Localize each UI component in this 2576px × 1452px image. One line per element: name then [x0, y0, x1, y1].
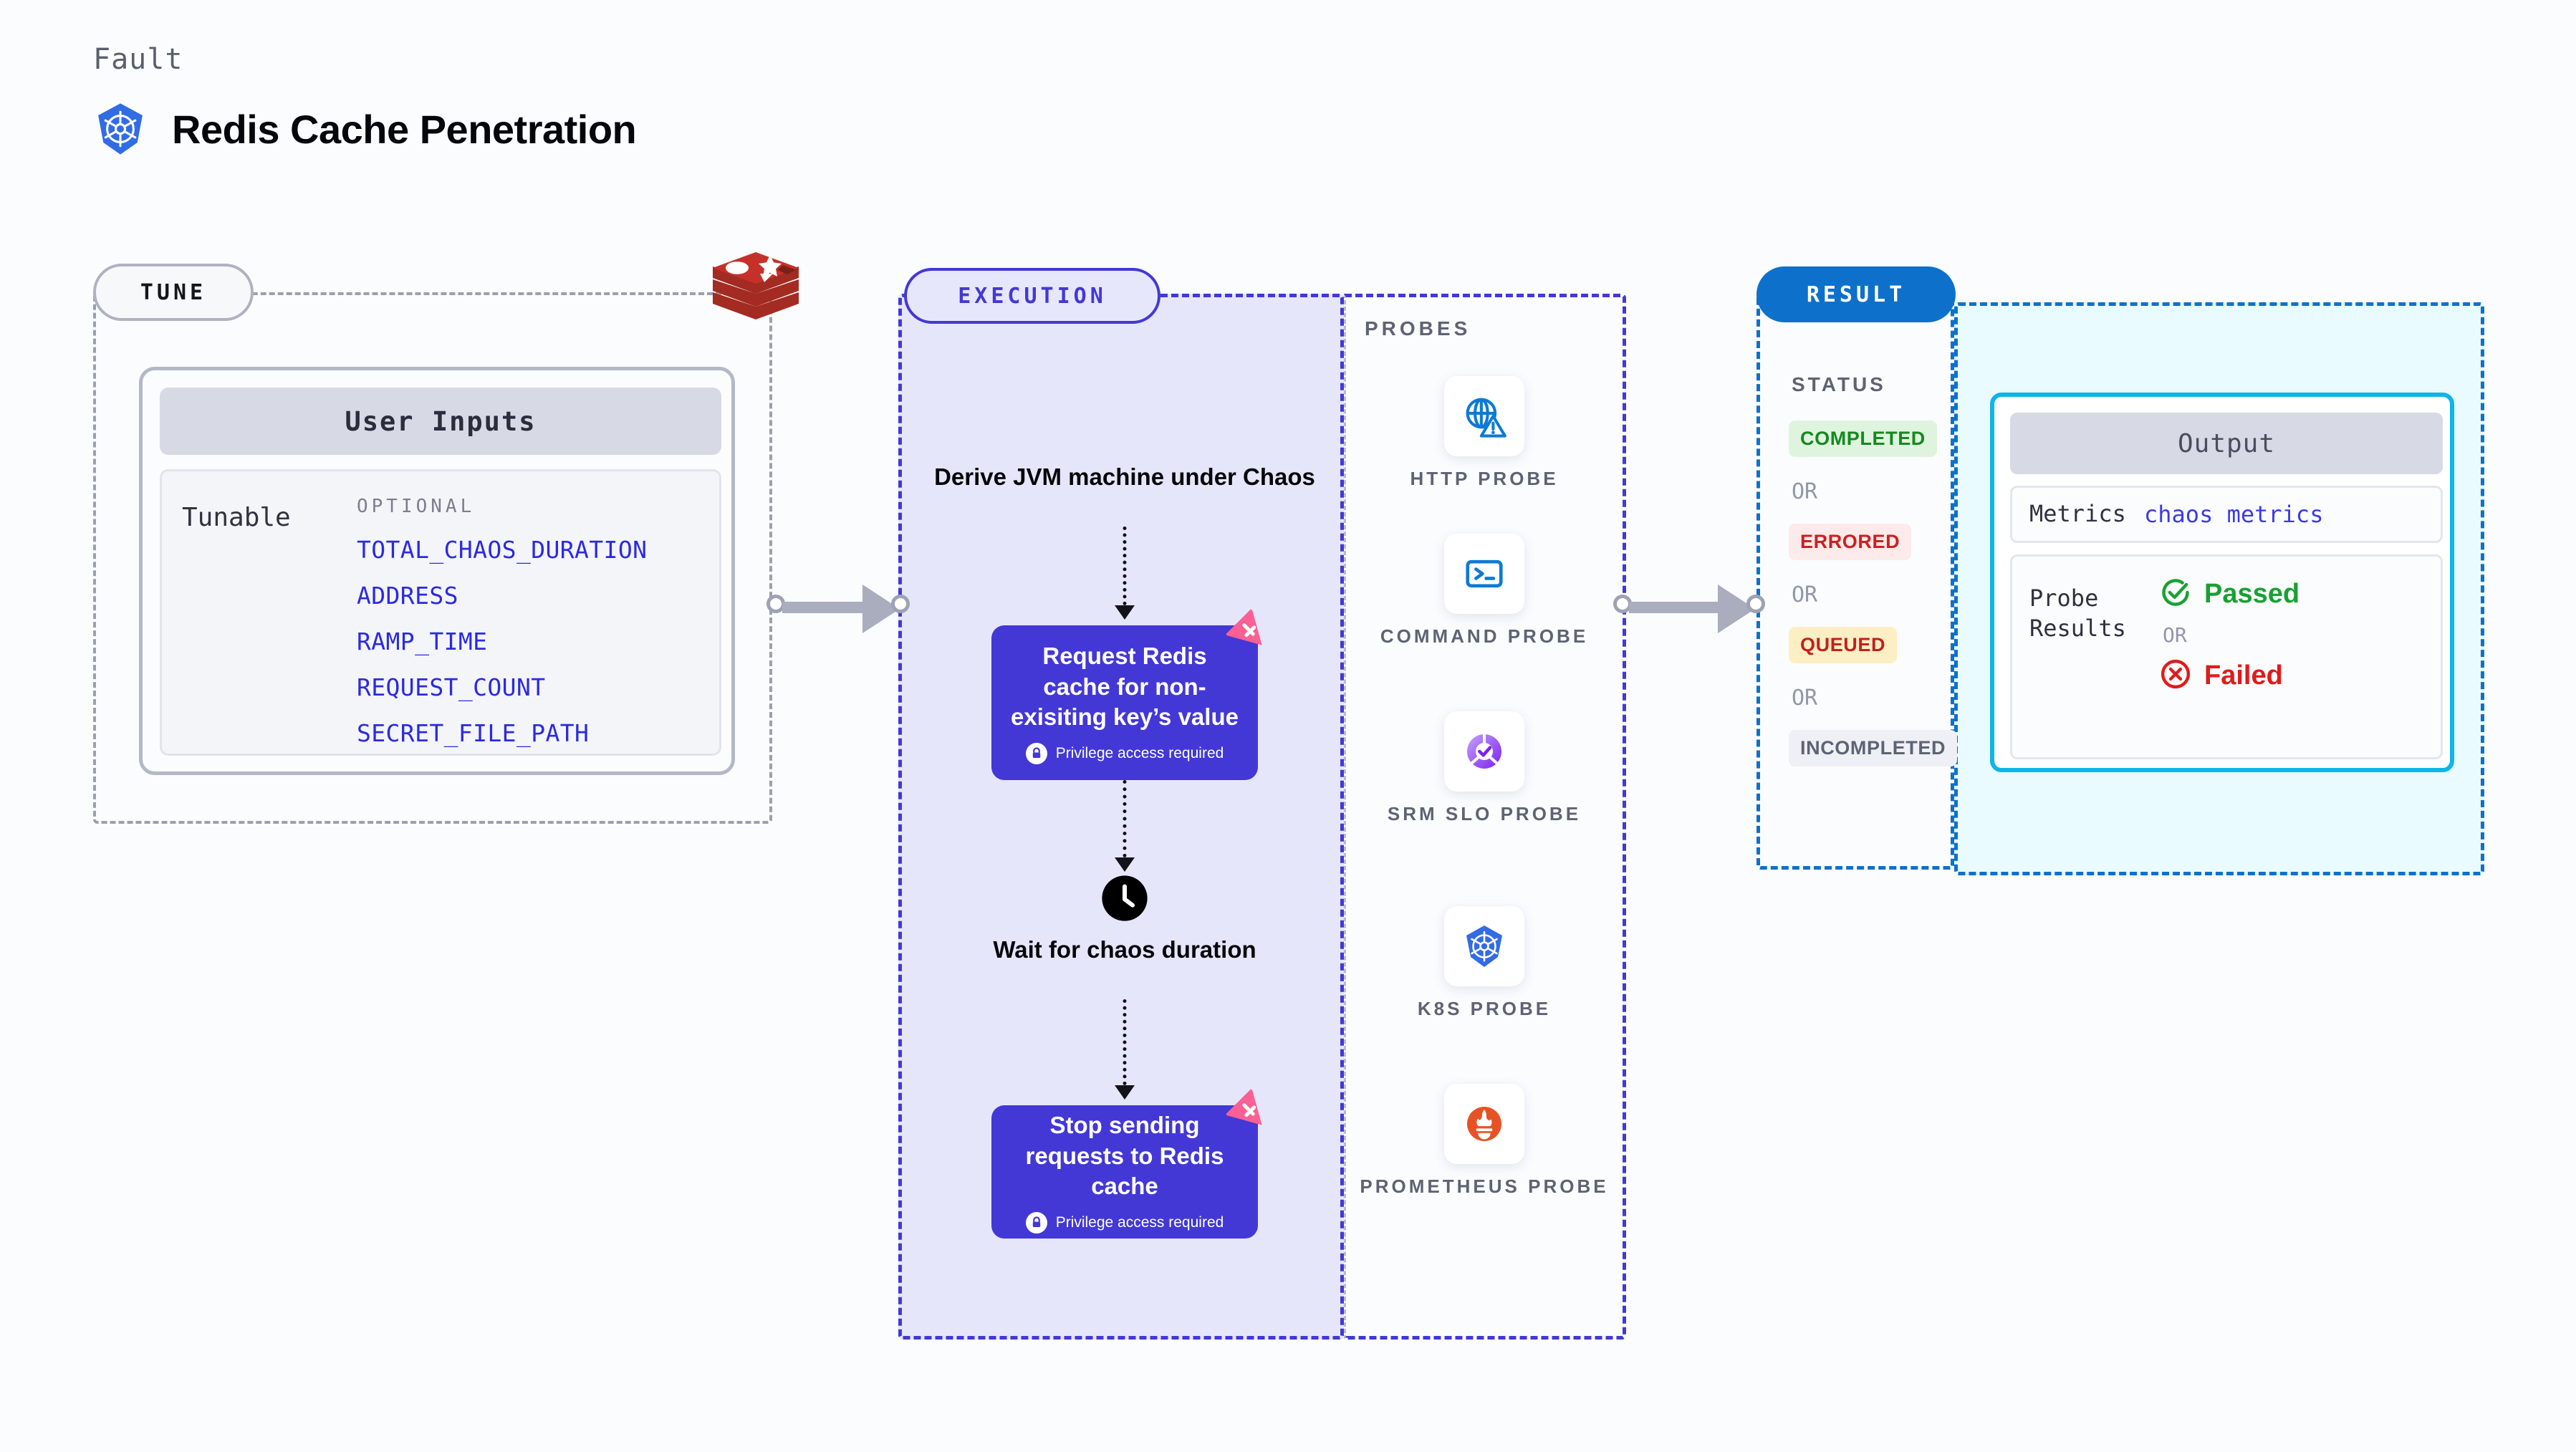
status-badge-errored: ERRORED: [1789, 524, 1912, 560]
probe-failed-label: Failed: [2204, 660, 2283, 691]
litmus-icon: [1225, 1088, 1271, 1134]
status-or-2: OR: [1792, 582, 1818, 607]
execution-flow: Derive JVM machine under Chaos Request R…: [902, 297, 1347, 1343]
tunable-item-total-chaos-duration[interactable]: TOTAL_CHAOS_DURATION: [357, 536, 648, 564]
privilege-note-row: Privilege access required: [1025, 1212, 1224, 1234]
tunable-item-ramp-time[interactable]: RAMP_TIME: [357, 628, 488, 655]
probe-item-k8s[interactable]: K8S PROBE: [1346, 906, 1623, 1021]
execution-panel: Derive JVM machine under Chaos Request R…: [898, 294, 1344, 1340]
clock-icon: [1101, 875, 1148, 922]
probe-item-command[interactable]: COMMAND PROBE: [1346, 534, 1623, 649]
tunable-item-secret-file-path[interactable]: SECRET_FILE_PATH: [357, 719, 590, 747]
privilege-note-text: Privilege access required: [1055, 1214, 1224, 1231]
probe-label: K8S PROBE: [1417, 998, 1552, 1019]
probe-results-or: OR: [2163, 623, 2187, 647]
action-card-title: Stop sending requests to Redis cache: [1025, 1111, 1224, 1200]
flow-line-1: [1123, 527, 1127, 605]
page-header: Fault Redis Cache Penetration: [93, 43, 637, 156]
status-or-1: OR: [1792, 479, 1818, 504]
probe-label: COMMAND PROBE: [1380, 625, 1589, 647]
tune-panel: User Inputs Tunable OPTIONAL TOTAL_CHAOS…: [93, 292, 772, 824]
probe-result-failed: Failed: [2160, 658, 2299, 693]
page-title: Redis Cache Penetration: [172, 106, 637, 152]
stage-badge-execution[interactable]: EXECUTION: [904, 268, 1160, 324]
fault-label: Fault: [93, 43, 183, 76]
probe-results-values: Passed OR Failed: [2160, 577, 2299, 693]
step-wait-label: Wait for chaos duration: [993, 936, 1256, 963]
action-card-title: Request Redis cache for non-exisiting ke…: [1011, 642, 1239, 731]
probe-item-http[interactable]: HTTP PROBE: [1346, 376, 1623, 491]
probe-label: HTTP PROBE: [1410, 468, 1559, 489]
probe-label: SRM SLO PROBE: [1387, 803, 1582, 824]
optional-column: OPTIONAL TOTAL_CHAOS_DURATION ADDRESS RA…: [357, 496, 647, 765]
flow-arrow-2: [1115, 857, 1135, 872]
flow-line-2: [1123, 780, 1127, 857]
privilege-note-row: Privilege access required: [1025, 743, 1224, 765]
status-badge-queued: QUEUED: [1789, 627, 1898, 663]
status-title: STATUS: [1792, 373, 1886, 395]
flow-line-3: [1123, 999, 1127, 1085]
x-circle-icon: [2160, 658, 2191, 693]
status-badge-incompleted: INCOMPLETED: [1789, 730, 1958, 766]
result-status-region: STATUS COMPLETED OR ERRORED OR QUEUED OR…: [1756, 294, 1958, 870]
step-derive-label: Derive JVM machine under Chaos: [934, 463, 1315, 490]
tunable-item-request-count[interactable]: REQUEST_COUNT: [357, 673, 546, 701]
terminal-icon: [1444, 534, 1524, 614]
probe-result-passed: Passed: [2160, 577, 2299, 612]
optional-header: OPTIONAL: [357, 496, 476, 517]
globe-warning-icon: [1444, 376, 1524, 456]
metrics-value[interactable]: chaos metrics: [2144, 501, 2324, 528]
tunable-item-address[interactable]: ADDRESS: [357, 582, 458, 610]
stage-badge-result[interactable]: RESULT: [1756, 266, 1956, 322]
check-circle-icon: [2160, 577, 2191, 612]
slo-donut-check-icon: [1444, 711, 1524, 792]
kubernetes-icon: [93, 102, 148, 156]
tunable-label: Tunable: [182, 503, 291, 532]
user-inputs-header: User Inputs: [160, 388, 721, 455]
probes-panel: PROBES HTTP PROBE: [1344, 294, 1626, 1340]
kubernetes-icon: [1444, 906, 1524, 986]
connector-tune-to-execution: [766, 585, 910, 633]
output-card: Output Metrics chaos metrics Probe Resul…: [1990, 393, 2454, 772]
privilege-note-text: Privilege access required: [1055, 745, 1224, 762]
probe-results-row: Probe Results Passed OR: [2010, 554, 2443, 759]
flow-arrow-3: [1115, 1085, 1135, 1100]
probe-passed-label: Passed: [2204, 579, 2300, 609]
probe-item-prometheus[interactable]: PROMETHEUS PROBE: [1346, 1084, 1623, 1199]
tunable-box: Tunable OPTIONAL TOTAL_CHAOS_DURATION AD…: [160, 469, 721, 756]
action-card-stop-requests[interactable]: Stop sending requests to Redis cache Pri…: [991, 1088, 1262, 1239]
probe-item-srm-slo[interactable]: SRM SLO PROBE: [1346, 711, 1623, 827]
probe-label: PROMETHEUS PROBE: [1360, 1175, 1609, 1197]
status-or-3: OR: [1792, 686, 1818, 711]
metrics-key: Metrics: [2029, 500, 2126, 528]
lock-icon: [1025, 1212, 1047, 1234]
stage-badge-tune[interactable]: TUNE: [93, 264, 254, 321]
prometheus-icon: [1444, 1084, 1524, 1164]
output-header: Output: [2010, 413, 2443, 474]
metrics-row: Metrics chaos metrics: [2010, 486, 2443, 543]
redis-icon: [709, 249, 802, 335]
user-inputs-card: User Inputs Tunable OPTIONAL TOTAL_CHAOS…: [139, 367, 735, 775]
connector-execution-to-result: [1613, 585, 1771, 633]
status-badge-completed: COMPLETED: [1789, 420, 1937, 457]
probes-title: PROBES: [1365, 317, 1471, 340]
action-card-request-redis[interactable]: Request Redis cache for non-exisiting ke…: [991, 608, 1262, 780]
title-row: Redis Cache Penetration: [93, 102, 637, 156]
litmus-icon: [1225, 608, 1271, 654]
lock-icon: [1025, 743, 1047, 765]
flow-arrow-1: [1115, 605, 1135, 620]
probe-results-key: Probe Results: [2029, 585, 2126, 642]
